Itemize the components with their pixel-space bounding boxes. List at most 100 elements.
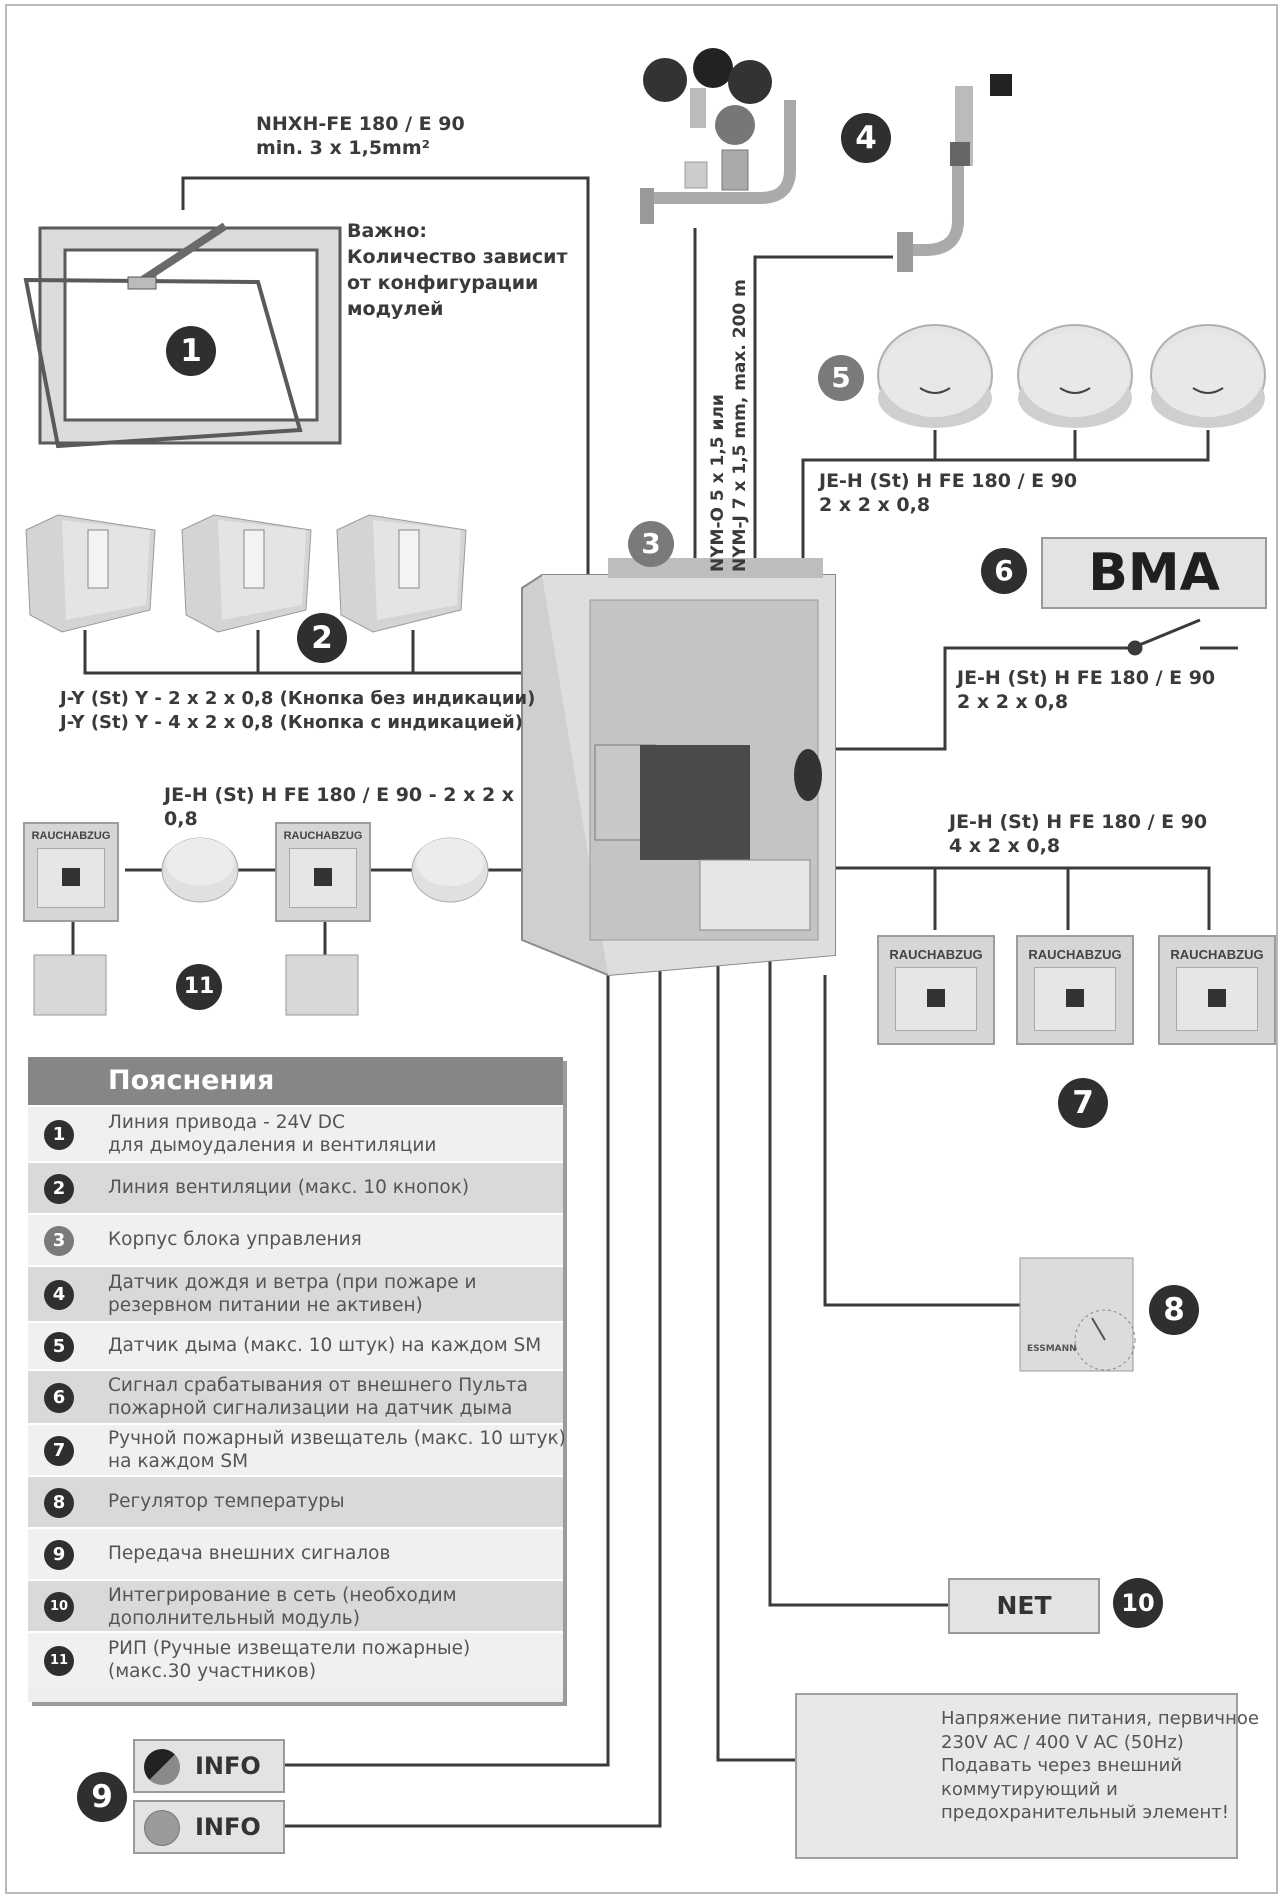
smoke-cable-line2: 2 x 2 x 0,8 — [819, 493, 1077, 517]
legend-row: 3 Корпус блока управления — [28, 1213, 563, 1265]
legend-row: 5 Датчик дыма (макс. 10 штук) на каждом … — [28, 1321, 563, 1369]
legend-text-line: Передача внешних сигналов — [108, 1542, 557, 1565]
wire-net — [770, 950, 948, 1605]
legend-row: 9 Передача внешних сигналов — [28, 1527, 563, 1579]
cable-label-buttons: J-Y (St) Y - 2 x 2 x 0,8 (Кнопка без инд… — [60, 687, 535, 735]
important-note: Важно: Количество зависит от конфигураци… — [347, 218, 568, 322]
legend-text-line: (макс.30 участников) — [108, 1660, 557, 1683]
legend-text-line: Интегрирование в сеть (необходим — [108, 1584, 557, 1607]
badge-6: 6 — [981, 548, 1027, 594]
control-cabinet-drawing — [522, 558, 835, 975]
legend-text-line: Датчик дождя и ветра (при пожаре и — [108, 1271, 557, 1294]
call-point-label: RAUCHABZUG — [879, 947, 993, 962]
warning-line: Подавать через внешний — [941, 1754, 1259, 1778]
bma-cable-line1: JE-H (St) H FE 180 / E 90 — [957, 666, 1215, 690]
wire-mcp — [835, 868, 1209, 930]
legend-text-line: РИП (Ручные извещатели пожарные) — [108, 1637, 557, 1660]
wire-power — [718, 950, 795, 1760]
warning-line: 230V AC / 400 V AC (50Hz) — [941, 1731, 1259, 1755]
mcp-cable-line1: JE-H (St) H FE 180 / E 90 — [949, 810, 1207, 834]
call-point-face — [37, 848, 105, 908]
cable-label-weather: NYM-O 5 x 1,5 или NYM-J 7 x 1,5 mm, max.… — [707, 279, 751, 572]
legend-text: Передача внешних сигналов — [108, 1542, 557, 1565]
weather-cable-line2: NYM-J 7 x 1,5 mm, max. 200 m — [729, 279, 751, 572]
legend-text-line: Корпус блока управления — [108, 1228, 557, 1251]
smoke-cable-line1: JE-H (St) H FE 180 / E 90 — [819, 469, 1077, 493]
badge-7: 7 — [1058, 1078, 1108, 1128]
bma-cable-line2: 2 x 2 x 0,8 — [957, 690, 1215, 714]
legend-panel: Пояснения 1 Линия привода - 24V DC для д… — [28, 1057, 563, 1702]
bma-box: BMA — [1041, 537, 1267, 609]
cable-label-mcp: JE-H (St) H FE 180 / E 90 4 x 2 x 0,8 — [949, 810, 1207, 858]
manual-call-point-3: RAUCHABZUG — [1158, 935, 1276, 1045]
legend-title: Пояснения — [28, 1057, 563, 1105]
legend-number: 11 — [44, 1646, 74, 1676]
legend-text: Линия привода - 24V DC для дымоудаления … — [108, 1111, 557, 1157]
info-box-1: INFO — [133, 1739, 285, 1793]
legend-text: Интегрирование в сеть (необходим дополни… — [108, 1584, 557, 1630]
vent-buttons-drawing — [26, 515, 466, 632]
cable-label-drive: NHXH-FE 180 / E 90 min. 3 x 1,5mm² — [256, 112, 465, 160]
legend-text: Датчик дождя и ветра (при пожаре и резер… — [108, 1271, 557, 1317]
wire-rain-sensor — [755, 257, 893, 575]
legend-number: 6 — [44, 1383, 74, 1413]
call-point-face — [1176, 967, 1258, 1031]
call-point-label: RAUCHABZUG — [1160, 947, 1274, 962]
legend-row: 1 Линия привода - 24V DC для дымоудалени… — [28, 1105, 563, 1161]
legend-text-line: Линия вентиляции (макс. 10 кнопок) — [108, 1176, 557, 1199]
rip-cable-line1: JE-H (St) H FE 180 / E 90 - 2 x 2 x — [164, 783, 514, 807]
call-point-face — [289, 848, 357, 908]
call-point-face — [1034, 967, 1116, 1031]
info-label: INFO — [195, 1802, 261, 1852]
badge-9: 9 — [77, 1772, 127, 1822]
legend-text: Линия вентиляции (макс. 10 кнопок) — [108, 1176, 557, 1199]
rip-cable-line2: 0,8 — [164, 807, 514, 831]
legend-number: 2 — [44, 1174, 74, 1204]
power-warning-text: Напряжение питания, первичное 230V AC / … — [941, 1707, 1259, 1825]
legend-text: Датчик дыма (макс. 10 штук) на каждом SM — [108, 1334, 557, 1357]
legend-text-line: пожарной сигнализации на датчик дыма — [108, 1397, 557, 1420]
call-point-label: RAUCHABZUG — [25, 830, 117, 842]
smoke-detectors-drawing — [878, 325, 1265, 428]
cable-label-bma: JE-H (St) H FE 180 / E 90 2 x 2 x 0,8 — [957, 666, 1215, 714]
thermostat-brand: ESSMANN — [1027, 1343, 1077, 1355]
badge-10: 10 — [1113, 1578, 1163, 1628]
button-cable-line1: J-Y (St) Y - 2 x 2 x 0,8 (Кнопка без инд… — [60, 687, 535, 711]
legend-text-line: Ручной пожарный извещатель (макс. 10 шту… — [108, 1427, 557, 1450]
legend-text-line: Регулятор температуры — [108, 1490, 557, 1513]
legend-row: 10 Интегрирование в сеть (необходим допо… — [28, 1579, 563, 1631]
legend-number: 8 — [44, 1488, 74, 1518]
legend-text-line: Сигнал срабатывания от внешнего Пульта — [108, 1374, 557, 1397]
info-box-2: INFO — [133, 1800, 285, 1854]
cable-drive-line1: NHXH-FE 180 / E 90 — [256, 112, 465, 136]
legend-text-line: на каждом SM — [108, 1450, 557, 1473]
legend-row: 11 РИП (Ручные извещатели пожарные) (мак… — [28, 1631, 563, 1688]
legend-text: Сигнал срабатывания от внешнего Пульта п… — [108, 1374, 557, 1420]
mcp-cable-line2: 4 x 2 x 0,8 — [949, 834, 1207, 858]
power-warning-box: Напряжение питания, первичное 230V AC / … — [795, 1693, 1238, 1859]
legend-text: Корпус блока управления — [108, 1228, 557, 1251]
legend-number: 3 — [44, 1226, 74, 1256]
anemometer-drawing — [640, 48, 790, 224]
cable-label-rip: JE-H (St) H FE 180 / E 90 - 2 x 2 x 0,8 — [164, 783, 514, 831]
legend-number: 7 — [44, 1436, 74, 1466]
rain-sensor-drawing — [897, 74, 1012, 272]
legend-number: 4 — [44, 1280, 74, 1310]
legend-text-line: для дымоудаления и вентиляции — [108, 1134, 557, 1157]
legend-row: 7 Ручной пожарный извещатель (макс. 10 ш… — [28, 1423, 563, 1475]
call-point-label: RAUCHABZUG — [1018, 947, 1132, 962]
badge-3: 3 — [628, 521, 674, 567]
warning-line: предохранительный элемент! — [941, 1801, 1259, 1825]
badge-11: 11 — [176, 964, 222, 1010]
note-line: Количество зависит — [347, 244, 568, 270]
badge-5: 5 — [818, 355, 864, 401]
badge-8: 8 — [1149, 1285, 1199, 1335]
badge-4: 4 — [841, 113, 891, 163]
rip-call-point-2: RAUCHABZUG — [275, 822, 371, 922]
call-point-face — [895, 967, 977, 1031]
legend-text: Ручной пожарный извещатель (макс. 10 шту… — [108, 1427, 557, 1473]
note-line: от конфигурации — [347, 270, 568, 296]
legend-text-line: дополнительный модуль) — [108, 1607, 557, 1630]
manual-call-point-2: RAUCHABZUG — [1016, 935, 1134, 1045]
